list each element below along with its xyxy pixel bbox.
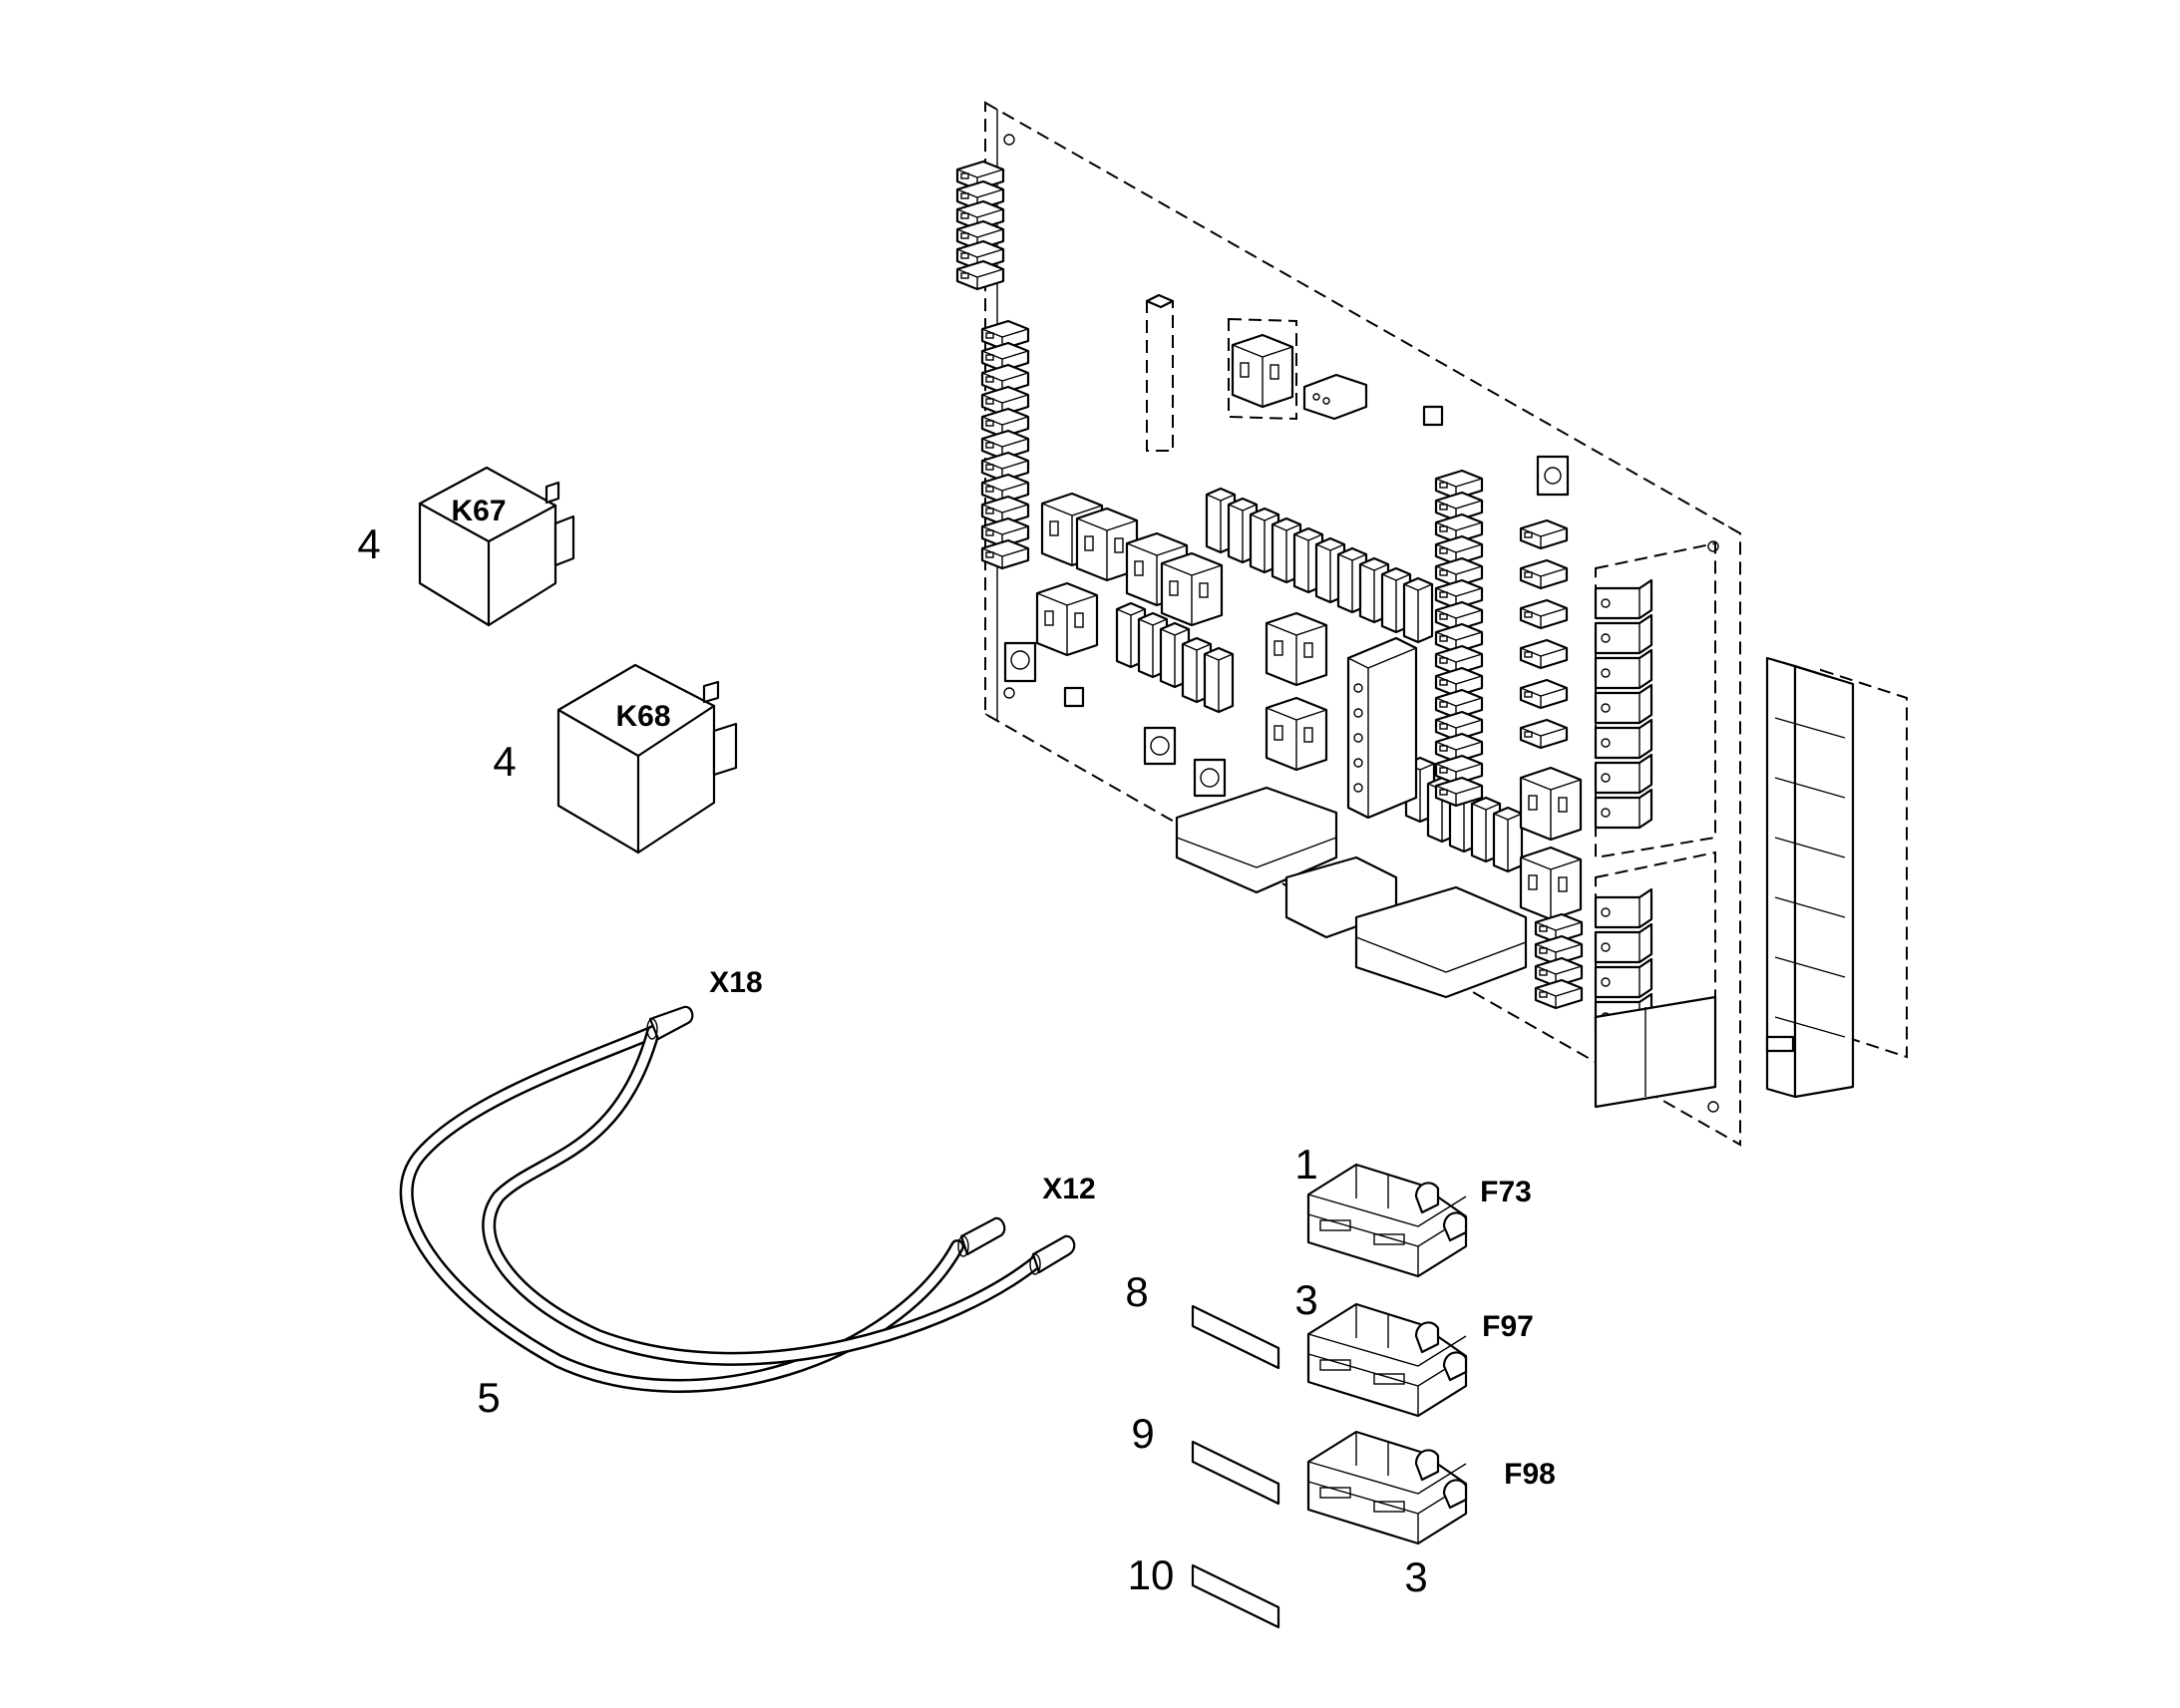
fuse-f73: 1 F73 — [1294, 1141, 1532, 1278]
relay-k68-item-number: 4 — [493, 738, 516, 785]
fuse-f98-tag: F98 — [1504, 1458, 1556, 1491]
circuit-board — [955, 101, 1741, 1147]
fuse-f98-item-number: 3 — [1404, 1553, 1427, 1600]
label-strip-10: 10 — [1128, 1551, 1280, 1629]
label-strip-9-item-number: 9 — [1131, 1410, 1154, 1457]
pcb-connector-top — [955, 160, 1005, 291]
relay-k67-tag: K67 — [451, 495, 506, 527]
relay-k68-tag: K68 — [615, 700, 670, 733]
cable-end-x18-tag: X18 — [709, 966, 762, 999]
relay-k67: K67 4 — [357, 466, 575, 627]
fuse-f98: F98 3 — [1306, 1430, 1556, 1600]
label-strip-8: 8 — [1125, 1268, 1280, 1370]
label-strip-8-item-number: 8 — [1125, 1268, 1148, 1315]
relay-k68: K68 4 — [493, 663, 738, 854]
pcb-terminal-blocks-right — [1594, 541, 1717, 1109]
pcb-connector-middle — [1434, 469, 1484, 808]
relay-k67-item-number: 4 — [357, 520, 380, 567]
fuse-f73-tag: F73 — [1480, 1176, 1532, 1208]
fuse-f97: 3 F97 — [1294, 1276, 1534, 1418]
label-strip-10-item-number: 10 — [1128, 1551, 1175, 1598]
fuse-f97-tag: F97 — [1482, 1310, 1534, 1343]
label-strip-9: 9 — [1131, 1410, 1280, 1506]
cable-assembly: X18 X12 5 — [399, 966, 1096, 1421]
fuse-f97-item-number: 3 — [1294, 1276, 1317, 1323]
pcb-connector-left — [980, 319, 1030, 570]
fuse-f73-item-number: 1 — [1294, 1141, 1317, 1188]
cable-item-number: 5 — [477, 1374, 500, 1421]
cable-end-x12-tag: X12 — [1042, 1173, 1095, 1205]
side-connector — [1765, 656, 1908, 1099]
relay-socket — [1228, 317, 1297, 421]
